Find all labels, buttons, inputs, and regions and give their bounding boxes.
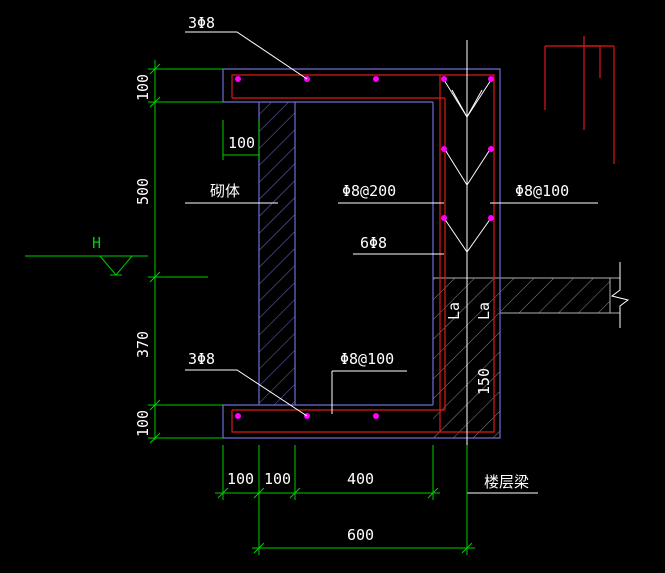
dim-bottom-400: 400 <box>347 470 374 488</box>
dim-bottom-100-a: 100 <box>227 470 254 488</box>
stirrup-100-right-label: Φ8@100 <box>515 182 569 200</box>
dim-left-500: 500 <box>134 178 152 205</box>
floor-beam-label: 楼层梁 <box>484 473 529 491</box>
floor-beam-section <box>433 262 630 438</box>
dim-left-bottom-100: 100 <box>134 410 152 437</box>
dim-left-top-100: 100 <box>134 74 152 101</box>
dim-150-label: 150 <box>475 368 493 395</box>
water-level-label: H <box>92 234 101 252</box>
bottom-rebar-label: 3Φ8 <box>188 350 215 368</box>
annotations: 3Φ8 3Φ8 砌体 Φ8@200 Φ8@100 6Φ8 Φ8@100 楼层梁 … <box>92 14 569 544</box>
masonry-wall-hatch <box>259 102 295 405</box>
top-rebar-label: 3Φ8 <box>188 14 215 32</box>
dimension-lines <box>25 60 475 555</box>
la-label-2: La <box>475 302 493 320</box>
dim-bottom-600: 600 <box>347 526 374 544</box>
stirrup-200-label: Φ8@200 <box>342 182 396 200</box>
rebar-dots <box>235 76 494 419</box>
la-label-1: La <box>445 302 463 320</box>
stirrup-hooks <box>443 40 492 460</box>
leader-lines <box>185 31 598 494</box>
long-rebar-label: 6Φ8 <box>360 234 387 252</box>
dim-left-370: 370 <box>134 331 152 358</box>
dim-bottom-100-b: 100 <box>264 470 291 488</box>
wall-label: 砌体 <box>210 182 240 200</box>
dim-inner-100: 100 <box>228 134 255 152</box>
stirrup-100-bottom-label: Φ8@100 <box>340 350 394 368</box>
